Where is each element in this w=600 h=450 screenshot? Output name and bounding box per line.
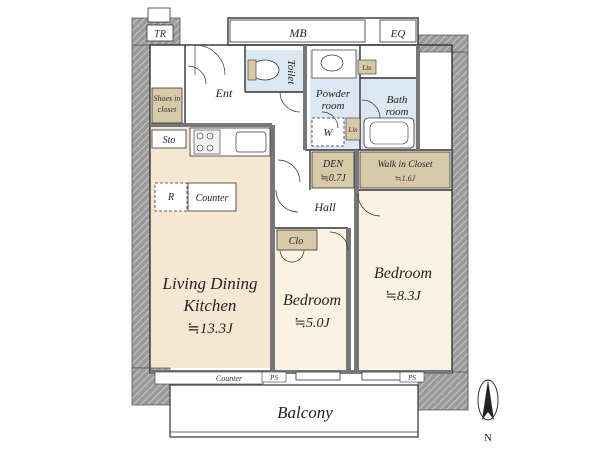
entrance-label: Ent xyxy=(215,86,233,100)
counter-island xyxy=(187,182,237,212)
bathtub xyxy=(363,117,415,149)
outer-wall-left xyxy=(131,44,151,369)
washer-label: W xyxy=(323,127,333,139)
shoes-closet-label-2: closet xyxy=(158,105,177,114)
sto-label: Sto xyxy=(163,135,176,146)
compass-needle xyxy=(482,380,494,420)
lower-counter-label: Counter xyxy=(216,374,243,383)
ldk-area: ≒13.3J xyxy=(187,321,234,337)
compass xyxy=(477,379,499,421)
outer-wall-right xyxy=(451,51,469,406)
balcony-area xyxy=(169,384,419,438)
counter-label: Counter xyxy=(196,193,229,204)
lin-bath-box xyxy=(345,117,361,141)
lin-bath-label: Lin xyxy=(347,126,358,134)
mb-label: MB xyxy=(288,26,307,40)
walk-in-closet-label: Walk in Closet xyxy=(377,160,432,170)
ps-right-label: PS xyxy=(407,374,416,382)
stove xyxy=(193,129,221,155)
bedroom-large-label: Bedroom xyxy=(374,265,432,282)
stove-burners xyxy=(196,132,214,152)
ldk-label-line2: Kitchen xyxy=(183,296,237,315)
den-area: ≒0.7J xyxy=(320,173,346,184)
clo-closet xyxy=(276,229,318,251)
bedroom-large-floor xyxy=(356,190,452,373)
ps-left-label: PS xyxy=(269,374,278,382)
toilet-tank xyxy=(247,59,257,81)
lin-powder-box xyxy=(357,59,377,75)
fridge-box xyxy=(154,182,188,212)
den-closet xyxy=(311,151,355,189)
ps-right-box xyxy=(399,371,425,383)
washer-box xyxy=(311,117,345,147)
clo-label: Clo xyxy=(289,236,303,247)
sto-box xyxy=(151,129,187,149)
lower-counter xyxy=(154,371,264,385)
toilet-label: Toilet xyxy=(285,60,297,86)
fridge-label: R xyxy=(167,192,174,203)
bedroom-large-area: ≒8.3J xyxy=(385,289,421,304)
powder-sink-basin xyxy=(320,54,344,72)
hall-label: Hall xyxy=(313,200,336,214)
lin-powder-label: Lin xyxy=(361,64,372,72)
bath-room-label-1: Bath xyxy=(387,94,408,106)
eq-label: EQ xyxy=(390,28,406,40)
walk-in-closet-area: ≒1.6J xyxy=(395,174,416,183)
shoes-closet xyxy=(151,87,183,124)
outer-wall-right-top xyxy=(417,34,469,53)
compass-north-label: N xyxy=(484,432,492,444)
eq-box xyxy=(379,19,417,43)
bedroom-small-area: ≒5.0J xyxy=(294,316,330,331)
bedroom-small-label: Bedroom xyxy=(283,292,341,309)
powder-room-label-1: Powder xyxy=(315,88,351,100)
doors xyxy=(187,44,381,263)
powder-room-label-2: room xyxy=(322,100,345,112)
walk-in-closet xyxy=(359,151,451,189)
ldk-label-line1: Living Dining xyxy=(162,274,258,293)
den-label: DEN xyxy=(322,159,344,170)
outer-wall-bottom-right xyxy=(417,371,469,411)
bath-room-label-2: room xyxy=(386,106,409,118)
mailbox-top xyxy=(147,7,171,23)
bathtub-inner xyxy=(369,121,409,145)
shoes-closet-label-1: Shoes in xyxy=(154,94,181,103)
sink xyxy=(235,131,267,153)
tr-label: TR xyxy=(154,29,166,40)
mb-box xyxy=(229,19,366,43)
balcony-label: Balcony xyxy=(277,403,333,422)
ps-left-box xyxy=(261,371,287,383)
tr-box xyxy=(146,24,174,42)
bedroom-small-floor xyxy=(275,228,348,373)
